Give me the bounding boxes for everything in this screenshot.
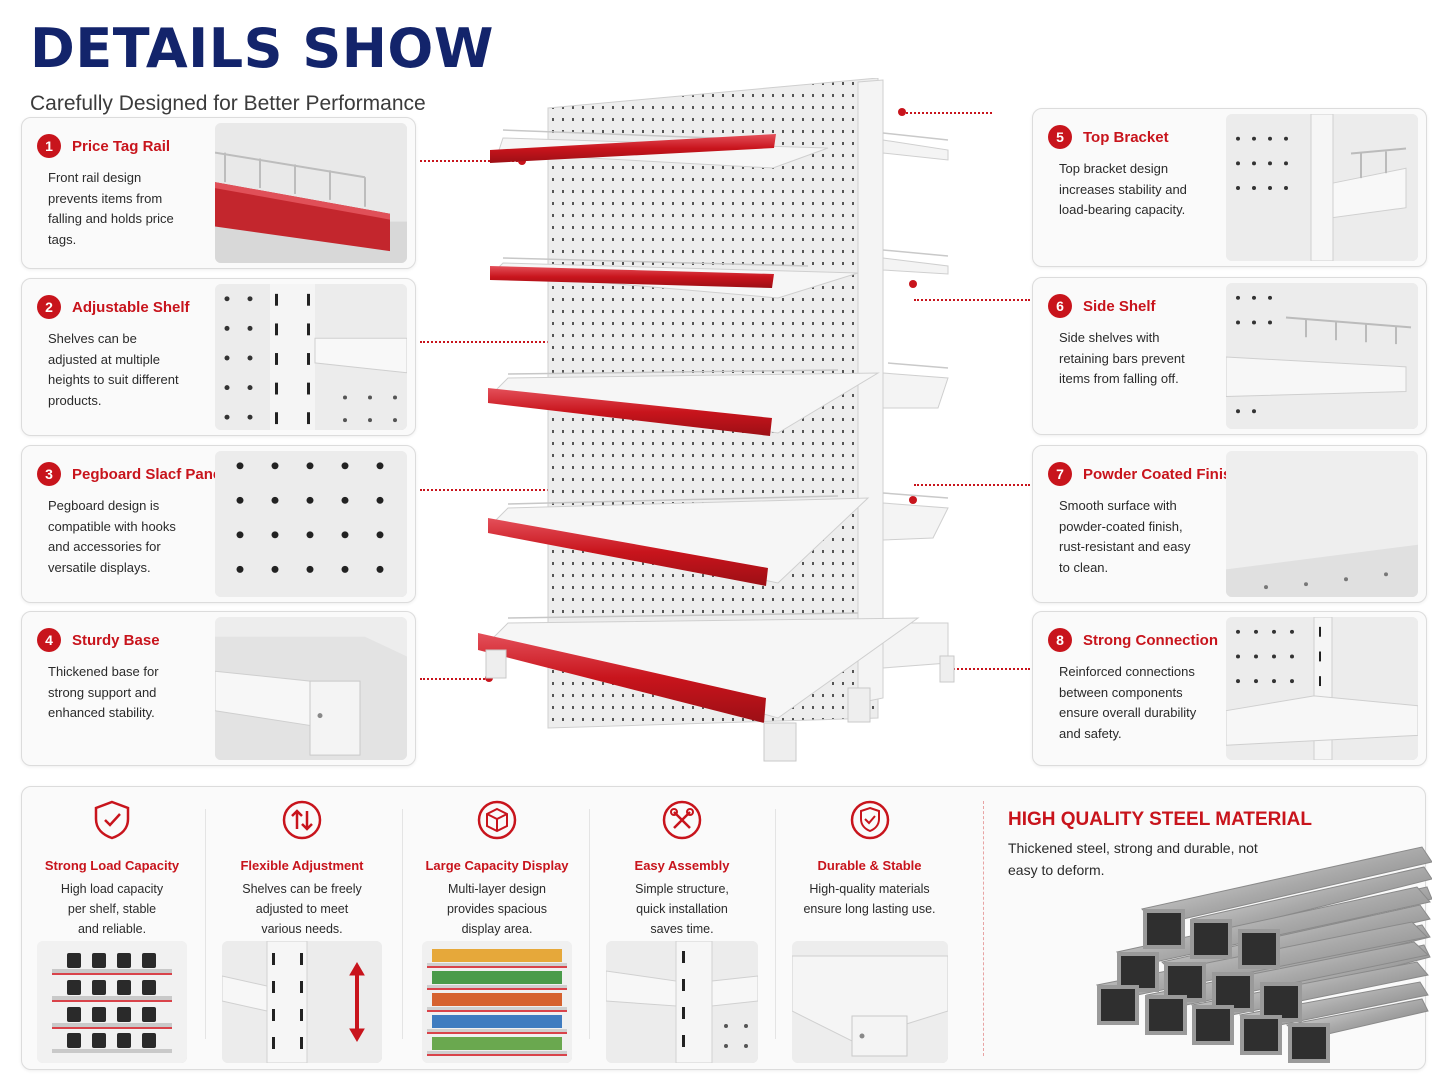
detail-card-adjustable-shelf: 2 Adjustable Shelf Shelves can be adjuste… — [21, 278, 416, 436]
connector-dot-7 — [909, 496, 917, 504]
detail-number-badge: 4 — [37, 628, 61, 652]
detail-card-strong-connection: 8 Strong Connection Reinforced connection… — [1032, 611, 1427, 766]
strong-connection-image — [1226, 617, 1418, 760]
connector-dot-6 — [909, 280, 917, 288]
detail-description: Pegboard design is compatible with hooks… — [48, 498, 176, 575]
flexible-adjustment-image — [222, 941, 382, 1063]
detail-number-badge: 3 — [37, 462, 61, 486]
detail-card-side-shelf: 6 Side Shelf Side shelves with retaining … — [1032, 277, 1427, 435]
detail-title: Price Tag Rail — [72, 137, 171, 155]
quality-title: HIGH QUALITY STEEL MATERIAL — [1008, 809, 1313, 830]
feature-divider — [589, 809, 590, 1039]
shield-check-icon — [850, 800, 889, 840]
detail-description: Smooth surface with powder-coated finish… — [1059, 498, 1191, 575]
feature-description: Simple structure, quick installation sav… — [635, 882, 729, 936]
feature-divider — [205, 809, 206, 1039]
detail-title: Pegboard Slacf Panel — [72, 465, 226, 483]
connector-line-7 — [914, 484, 1030, 486]
detail-title: Adjustable Shelf — [72, 298, 190, 316]
durable-stable-image — [791, 941, 948, 1063]
powder-coated-finish-image — [1226, 451, 1418, 597]
detail-title: Powder Coated Finish — [1083, 465, 1241, 483]
easy-assembly-image — [606, 941, 758, 1063]
connector-line-4 — [420, 678, 488, 680]
detail-number-badge: 1 — [37, 134, 61, 158]
detail-card-pegboard-panel: 3 Pegboard Slacf Panel Pegboard design is… — [21, 445, 416, 603]
feature-large-capacity-display: Large Capacity Display Multi-layer desig… — [412, 787, 582, 1071]
feature-easy-assembly: Easy Assembly Simple structure, quick in… — [597, 787, 767, 1071]
page-title: DETAILS SHOW — [30, 17, 494, 80]
tools-icon — [662, 800, 702, 840]
top-bracket-image — [1226, 114, 1418, 261]
detail-card-powder-coated-finish: 7 Powder Coated Finish Smooth surface wit… — [1032, 445, 1427, 603]
detail-number-badge: 5 — [1048, 125, 1072, 149]
detail-description: Front rail design prevents items from fa… — [48, 170, 174, 247]
detail-title: Strong Connection — [1083, 631, 1218, 649]
feature-description: High load capacity per shelf, stable and… — [60, 882, 164, 936]
detail-description: Reinforced connections between component… — [1059, 664, 1197, 741]
connector-line-2 — [420, 341, 577, 343]
detail-card-price-tag-rail: 1 Price Tag Rail Front rail design preven… — [21, 117, 416, 269]
detail-title: Top Bracket — [1083, 128, 1169, 146]
feature-title: Easy Assembly — [634, 858, 730, 873]
large-capacity-display-image — [422, 941, 572, 1063]
detail-card-top-bracket: 5 Top Bracket Top bracket design increase… — [1032, 108, 1427, 267]
feature-strong-load-capacity: Strong Load Capacity High load capacity … — [32, 787, 192, 1071]
feature-title: Durable & Stable — [817, 858, 922, 873]
feature-description: Shelves can be freely adjusted to meet v… — [242, 882, 362, 936]
feature-title: Large Capacity Display — [425, 858, 569, 873]
detail-description: Top bracket design increases stability a… — [1059, 161, 1187, 217]
adjustable-shelf-image — [215, 284, 407, 430]
connector-line-5 — [902, 112, 992, 114]
detail-title: Sturdy Base — [72, 631, 160, 649]
detail-number-badge: 6 — [1048, 294, 1072, 318]
feature-title: Flexible Adjustment — [240, 858, 364, 873]
feature-description: High-quality materials ensure long lasti… — [803, 882, 936, 916]
detail-description: Side shelves with retaining bars prevent… — [1059, 330, 1185, 386]
detail-card-sturdy-base: 4 Sturdy Base Thickened base for strong s… — [21, 611, 416, 766]
feature-durable-stable: Durable & Stable High-quality materials … — [787, 787, 952, 1071]
feature-flexible-adjustment: Flexible Adjustment Shelves can be freel… — [217, 787, 387, 1071]
feature-divider — [402, 809, 403, 1039]
detail-description: Shelves can be adjusted at multiple heig… — [48, 331, 179, 408]
header: DETAILS SHOW Carefully Designed for Bett… — [30, 22, 494, 116]
up-down-arrows-icon — [282, 800, 322, 840]
detail-title: Side Shelf — [1083, 297, 1156, 315]
connector-dot-5 — [898, 108, 906, 116]
side-shelf-image — [1226, 283, 1418, 429]
quality-divider — [983, 801, 984, 1056]
sturdy-base-image — [215, 617, 407, 760]
pegboard-panel-image — [215, 451, 407, 597]
connector-line-8 — [950, 668, 1030, 670]
quality-description: Thickened steel, strong and durable, not… — [1008, 840, 1258, 878]
connector-line-1 — [420, 160, 522, 162]
box-icon — [477, 800, 517, 840]
feature-title: Strong Load Capacity — [44, 858, 180, 873]
load-capacity-image — [37, 941, 187, 1063]
feature-description: Multi-layer design provides spacious dis… — [446, 882, 548, 936]
detail-description: Thickened base for strong support and en… — [48, 664, 159, 720]
steel-tubes-image — [1062, 827, 1433, 1067]
connector-line-6 — [914, 299, 1030, 301]
page-subtitle: Carefully Designed for Better Performanc… — [30, 92, 426, 115]
shield-check-icon — [94, 800, 130, 840]
gondola-shelf-illustration — [478, 77, 958, 768]
price-tag-rail-image — [215, 123, 407, 263]
feature-divider — [775, 809, 776, 1039]
detail-number-badge: 8 — [1048, 628, 1072, 652]
detail-number-badge: 7 — [1048, 462, 1072, 486]
feature-bar: Strong Load Capacity High load capacity … — [21, 786, 1433, 1071]
detail-number-badge: 2 — [37, 295, 61, 319]
